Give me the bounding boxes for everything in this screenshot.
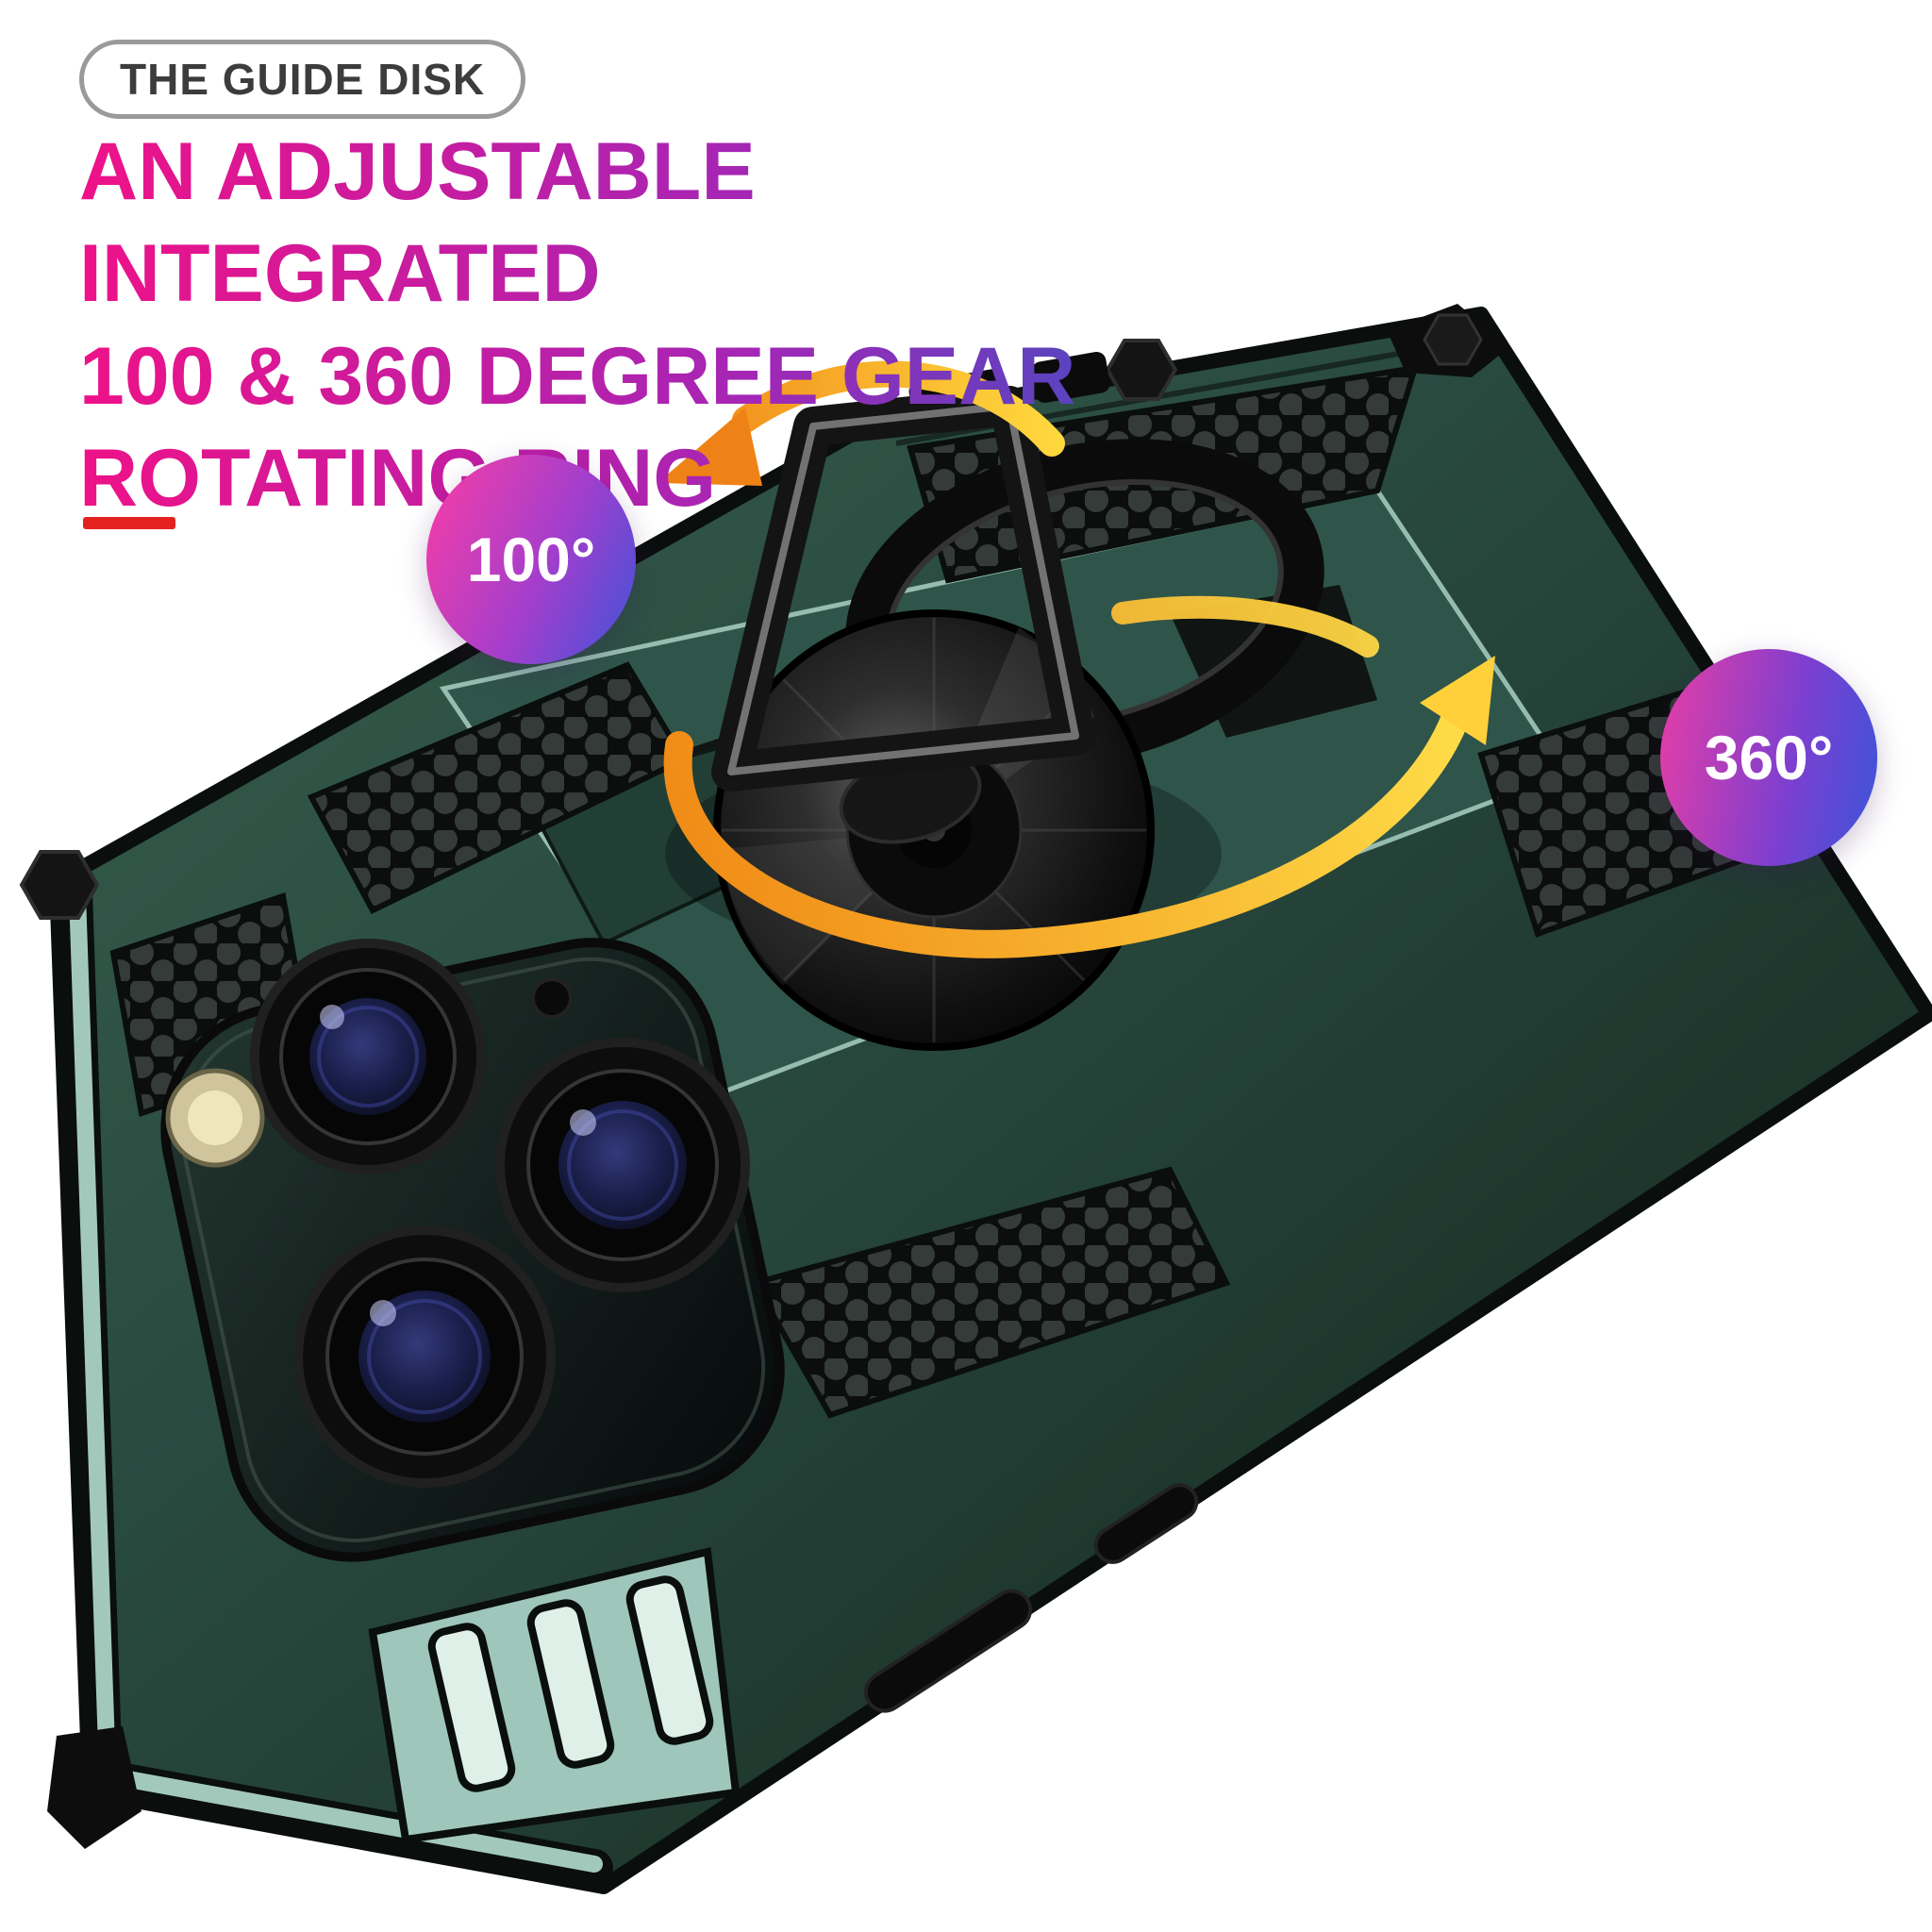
kickstand-highlight [727,402,1079,775]
angle-badge-360: 360° [1660,649,1877,866]
camera-sensor [531,977,573,1019]
rotation-arc [1111,595,1379,658]
hex-bolt-icon [1423,313,1483,366]
side-button [863,1589,1033,1713]
rotation-arrows [658,360,1495,958]
bottom-shell [368,1547,741,1844]
guide-disk-label: THE GUIDE DISK [120,55,486,104]
headline-line-2: 100 & 360 DEGREE GEAR [79,330,1076,422]
case-hardware [19,304,1509,1849]
headline-line-1: AN ADJUSTABLE INTEGRATED [79,126,756,320]
angle-360-label: 360° [1704,723,1834,792]
rotation-arrow-icon [732,360,1065,457]
camera-lens [293,1225,556,1488]
hex-bolt-icon [19,850,100,920]
port-slot [625,1575,714,1745]
port-slot [427,1623,516,1792]
arrowhead-icon [1420,656,1495,745]
camera-lens [495,1038,750,1292]
guide-disk-badge: THE GUIDE DISK [79,40,526,119]
headline: AN ADJUSTABLE INTEGRATED 100 & 360 DEGRE… [79,121,1287,529]
camera-lens [250,939,486,1174]
red-underline [83,517,175,529]
hex-bolt-icon [1105,339,1178,401]
side-button [1093,1483,1199,1564]
camera-flash [165,1068,265,1168]
top-edge-tab [1031,351,1110,404]
camera-module [160,938,785,1562]
corner-bumper-bottom-left [47,1726,142,1849]
arrowhead-icon [658,408,762,486]
angle-100-label: 100° [466,525,596,594]
angle-badge-100: 100° [426,455,636,664]
port-slot [526,1599,615,1769]
rotation-arrow-icon [663,698,1472,958]
